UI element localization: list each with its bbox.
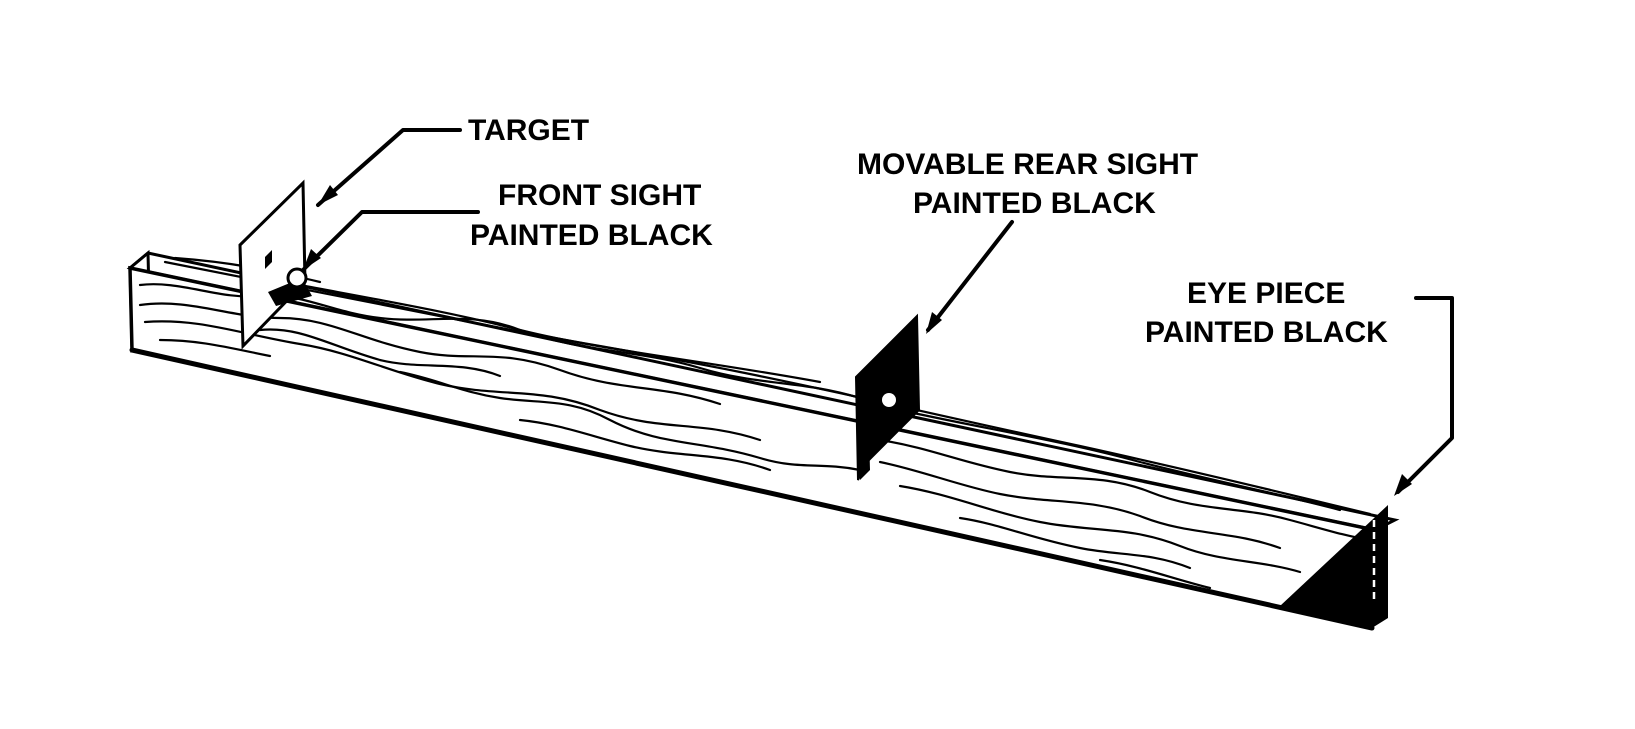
label-eye-piece-line2: PAINTED BLACK [1145, 316, 1388, 349]
eye-piece [1280, 505, 1388, 628]
label-front-sight-line2: PAINTED BLACK [470, 219, 713, 252]
leader-lines [301, 128, 1454, 496]
front-sight [268, 267, 312, 306]
label-target: TARGET [468, 114, 589, 147]
rear-sight-peephole [882, 393, 896, 407]
front-sight-arrowhead [303, 249, 321, 270]
rear-sight-leader [926, 220, 1014, 332]
rear-sight-arrowhead [926, 312, 942, 334]
label-rear-sight-line1: MOVABLE REAR SIGHT [857, 148, 1198, 181]
front-sight-leader [301, 210, 480, 272]
target-aperture [265, 250, 272, 269]
eye-piece-leader [1396, 296, 1454, 494]
eye-piece-arrowhead [1394, 474, 1412, 496]
target-arrowhead [318, 185, 338, 205]
labels: TARGET FRONT SIGHT PAINTED BLACK MOVABLE… [468, 114, 1388, 349]
movable-rear-sight [854, 313, 921, 481]
label-eye-piece-line1: EYE PIECE [1187, 277, 1345, 310]
label-front-sight-line1: FRONT SIGHT [498, 179, 701, 212]
target-leader [316, 128, 462, 207]
label-rear-sight-line2: PAINTED BLACK [913, 187, 1156, 220]
